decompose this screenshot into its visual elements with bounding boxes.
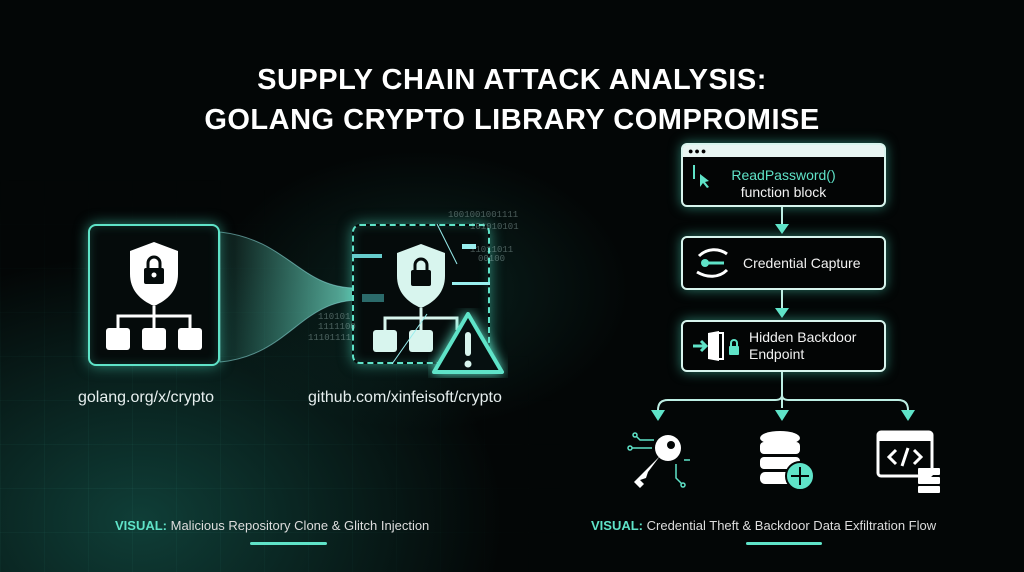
binary-noise: 11101111: [308, 333, 352, 343]
function-name: ReadPassword(): [731, 167, 836, 183]
flow-step-readpassword: ●●● ReadPassword() function block: [681, 143, 886, 207]
binary-noise: 110101: [318, 312, 351, 322]
database-network-icon: [760, 431, 815, 491]
left-caption: VISUAL: Malicious Repository Clone & Gli…: [115, 518, 429, 533]
malicious-repo-label: github.com/xinfeisoft/crypto: [308, 389, 502, 406]
door-lock-icon: [693, 331, 739, 361]
window-titlebar: ●●●: [683, 145, 884, 157]
binary-noise: 00100: [478, 254, 506, 264]
legit-repo-label: golang.org/x/crypto: [78, 389, 215, 406]
binary-noise: 1111100: [318, 322, 356, 332]
left-caption-underline: [250, 542, 327, 545]
binary-noise: 1001001001111: [448, 210, 519, 220]
shield-lock-hierarchy-icon: [106, 242, 202, 350]
cursor-icon: [693, 165, 709, 188]
caption-text: Malicious Repository Clone & Glitch Inje…: [170, 518, 430, 533]
step-label-2: Endpoint: [749, 346, 805, 362]
caption-prefix: VISUAL:: [591, 518, 643, 533]
hands-key-icon: [696, 248, 729, 278]
right-caption-underline: [746, 542, 822, 545]
binary-noise: 11011011: [470, 245, 514, 255]
key-circuit-icon: [627, 432, 690, 488]
right-caption: VISUAL: Credential Theft & Backdoor Data…: [591, 518, 936, 533]
caption-text: Credential Theft & Backdoor Data Exfiltr…: [646, 518, 937, 533]
caption-prefix: VISUAL:: [115, 518, 167, 533]
step-label-1: Hidden Backdoor: [749, 329, 857, 345]
flow-step-credential-capture: Credential Capture: [681, 236, 886, 290]
function-desc: function block: [740, 184, 827, 200]
glitched-shield-lock-icon: [352, 224, 490, 364]
warning-icon: [432, 312, 504, 374]
binary-noise: 101010101: [470, 222, 519, 232]
title-line-2: GOLANG CRYPTO LIBRARY COMPROMISE: [204, 104, 820, 136]
title-line-1: SUPPLY CHAIN ATTACK ANALYSIS:: [257, 64, 767, 96]
code-window-server-icon: [876, 430, 940, 493]
window-dots-icon: ●●●: [688, 146, 708, 156]
step-label: Credential Capture: [743, 255, 861, 271]
